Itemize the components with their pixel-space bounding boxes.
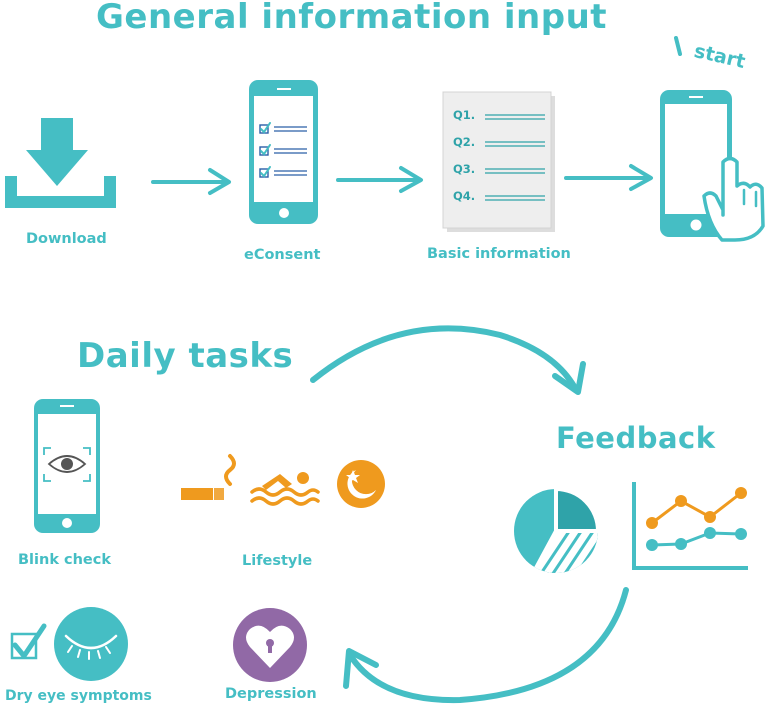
flow-arrow <box>564 164 653 191</box>
line-chart-icon <box>632 482 748 570</box>
eye-scan-phone-icon <box>34 399 100 533</box>
cigarette-icon <box>181 454 236 500</box>
checklist-phone-icon <box>249 80 318 224</box>
questionnaire-icon <box>442 91 555 232</box>
section-title-general: General information input <box>96 0 608 37</box>
question-label: Q4. <box>453 189 476 203</box>
task-label-dry-eye-symptoms: Dry eye symptoms <box>5 688 152 704</box>
cycle-arrow-top <box>310 325 586 395</box>
flow-arrow <box>336 166 423 193</box>
sleep-moon-icon <box>337 460 385 508</box>
step-label-basic-information: Basic information <box>427 246 571 262</box>
closed-eye-icon <box>54 607 128 681</box>
download-icon <box>5 118 116 208</box>
question-label: Q2. <box>453 135 476 149</box>
step-label-econsent: eConsent <box>244 247 321 263</box>
heart-lock-icon <box>233 608 307 682</box>
flow-arrow <box>151 168 231 195</box>
task-label-depression: Depression <box>225 686 317 702</box>
question-label: Q1. <box>453 108 476 122</box>
task-label-lifestyle: Lifestyle <box>242 553 313 569</box>
section-title-daily: Daily tasks <box>77 336 294 376</box>
pie-chart-icon <box>514 486 601 573</box>
step-label-download: Download <box>26 231 107 247</box>
tap-phone-icon <box>660 36 765 242</box>
swimming-icon <box>250 472 320 506</box>
question-label: Q3. <box>453 162 476 176</box>
checkbox-icon <box>10 623 47 660</box>
task-label-blink-check: Blink check <box>18 552 111 568</box>
cycle-arrow-bottom <box>343 587 629 704</box>
section-title-feedback: Feedback <box>556 421 716 455</box>
